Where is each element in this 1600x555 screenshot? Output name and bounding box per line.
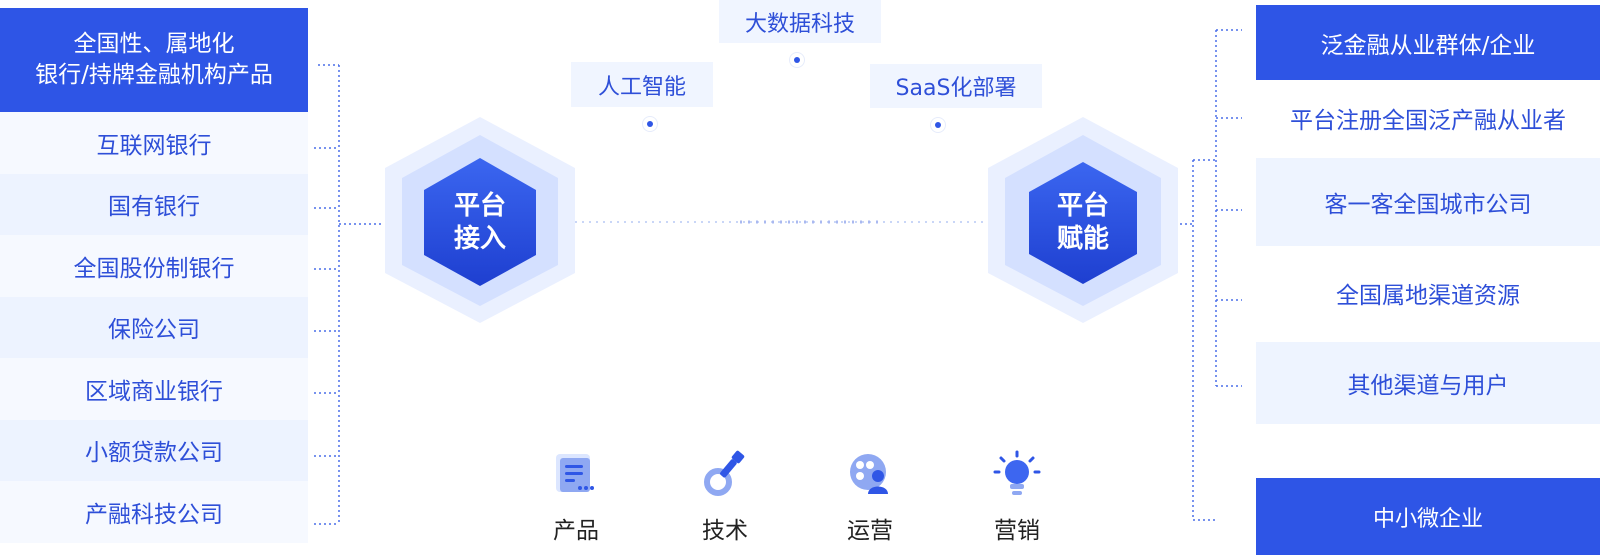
left-hexagon bbox=[385, 117, 575, 323]
operation-icon bbox=[850, 454, 888, 494]
hex-right-line-2: 赋能 bbox=[1056, 224, 1109, 254]
right-item-local-channels: 全国属地渠道资源 bbox=[1336, 283, 1520, 309]
left-header: 全国性、属地化 银行/持牌金融机构产品 bbox=[0, 8, 308, 112]
hex-right-line-1: 平台 bbox=[1056, 191, 1109, 221]
left-column: 全国性、属地化 银行/持牌金融机构产品 互联网银行 国有银行 全国股份制银行 保… bbox=[0, 8, 308, 543]
right-bracket bbox=[1175, 29, 1242, 521]
left-item-fintech: 产融科技公司 bbox=[0, 481, 308, 543]
tag-saas-dot bbox=[931, 118, 945, 132]
hex-left-line-1: 平台 bbox=[453, 191, 506, 221]
capability-operation: 运营 bbox=[820, 450, 920, 545]
hex-platform-empower: 平台 赋能 bbox=[1038, 190, 1128, 256]
tag-bigdata: 大数据科技 bbox=[719, 0, 881, 43]
hex-platform-access: 平台 接入 bbox=[435, 190, 525, 256]
right-item-city-companies: 客一客全国城市公司 bbox=[1256, 158, 1600, 246]
right-item-registered-practitioners: 平台注册全国泛产融从业者 bbox=[1290, 108, 1566, 134]
hex-left-line-2: 接入 bbox=[453, 224, 506, 254]
lightbulb-icon bbox=[993, 450, 1041, 495]
capability-technology-label: 技术 bbox=[702, 517, 748, 543]
tag-bigdata-dot bbox=[790, 53, 804, 67]
left-bracket bbox=[314, 64, 384, 525]
capability-marketing: 营销 bbox=[967, 450, 1067, 545]
capability-operation-label: 运营 bbox=[847, 517, 893, 543]
left-item-state-bank: 国有银行 bbox=[0, 173, 308, 235]
tag-ai: 人工智能 bbox=[571, 62, 713, 107]
document-icon bbox=[556, 454, 594, 492]
left-header-line-1: 全国性、属地化 bbox=[73, 31, 235, 57]
right-header: 泛金融从业群体/企业 bbox=[1256, 5, 1600, 80]
right-footer: 中小微企业 bbox=[1256, 478, 1600, 555]
capability-marketing-label: 营销 bbox=[994, 517, 1040, 543]
left-item-internet-bank: 互联网银行 bbox=[0, 112, 308, 174]
right-hexagon bbox=[988, 117, 1178, 323]
left-item-microloan: 小额贷款公司 bbox=[0, 419, 308, 481]
left-item-joint-stock-bank: 全国股份制银行 bbox=[0, 235, 308, 297]
capability-product: 产品 bbox=[526, 450, 626, 545]
capability-product-label: 产品 bbox=[553, 517, 599, 543]
tag-saas: SaaS化部署 bbox=[870, 64, 1042, 108]
right-item-other-channels: 其他渠道与用户 bbox=[1256, 342, 1600, 424]
left-item-regional-bank: 区域商业银行 bbox=[0, 358, 308, 420]
key-icon bbox=[704, 450, 745, 496]
tag-ai-dot bbox=[643, 117, 657, 131]
left-header-line-2: 银行/持牌金融机构产品 bbox=[35, 62, 273, 88]
capability-technology: 技术 bbox=[675, 450, 775, 545]
left-item-insurance: 保险公司 bbox=[0, 296, 308, 358]
